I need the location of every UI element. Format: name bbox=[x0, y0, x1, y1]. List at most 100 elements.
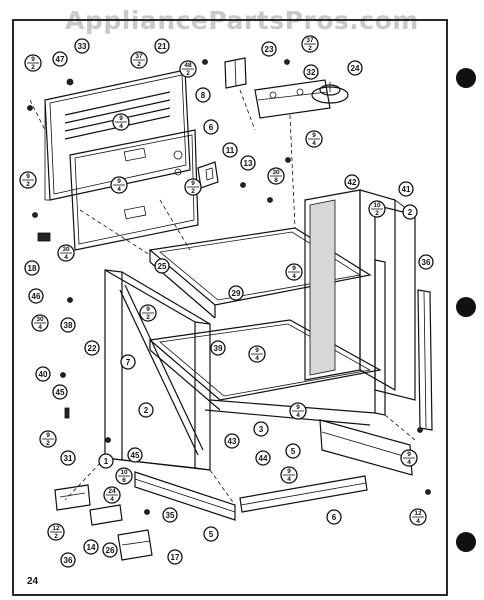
fraction-callout: 372 bbox=[301, 35, 319, 53]
svg-text:2: 2 bbox=[31, 64, 35, 71]
svg-text:7: 7 bbox=[126, 358, 131, 367]
binder-hole bbox=[456, 532, 476, 552]
fraction-callout: 304 bbox=[57, 244, 75, 262]
svg-text:25: 25 bbox=[158, 262, 167, 271]
svg-text:4: 4 bbox=[287, 476, 291, 483]
svg-text:40: 40 bbox=[39, 370, 48, 379]
svg-text:21: 21 bbox=[158, 42, 167, 51]
callout: 38 bbox=[60, 317, 76, 333]
svg-text:2: 2 bbox=[186, 70, 190, 77]
cooling-fan bbox=[311, 82, 349, 104]
svg-text:9: 9 bbox=[407, 451, 411, 458]
fraction-callout: 92 bbox=[19, 171, 37, 189]
svg-text:42: 42 bbox=[348, 178, 357, 187]
fraction-callout: 92 bbox=[139, 304, 157, 322]
svg-text:4: 4 bbox=[296, 412, 300, 419]
svg-text:9: 9 bbox=[119, 115, 123, 122]
fraction-callout: 482 bbox=[179, 60, 197, 78]
bottom-rail-front bbox=[134, 471, 236, 521]
svg-text:33: 33 bbox=[78, 42, 87, 51]
callout: 33 bbox=[74, 38, 90, 54]
callout: 24 bbox=[347, 60, 363, 76]
svg-text:9: 9 bbox=[287, 468, 291, 475]
fraction-callout: 102 bbox=[368, 200, 386, 218]
svg-text:30: 30 bbox=[62, 246, 70, 253]
binder-hole bbox=[456, 297, 476, 317]
svg-text:30: 30 bbox=[36, 316, 44, 323]
svg-text:12: 12 bbox=[52, 525, 60, 532]
svg-text:9: 9 bbox=[46, 432, 50, 439]
svg-text:2: 2 bbox=[54, 533, 58, 540]
fraction-callout: 124 bbox=[409, 508, 427, 526]
rear-frame bbox=[204, 259, 386, 426]
svg-text:4: 4 bbox=[407, 459, 411, 466]
binder-hole bbox=[456, 68, 476, 88]
callout: 29 bbox=[228, 285, 244, 301]
callout: 6 bbox=[203, 119, 219, 135]
leader-lines bbox=[29, 89, 416, 506]
fraction-callout: 92 bbox=[39, 430, 57, 448]
svg-text:6: 6 bbox=[122, 477, 126, 484]
svg-text:2: 2 bbox=[137, 61, 141, 68]
fraction-callout: 308 bbox=[267, 167, 285, 185]
fraction-callout: 94 bbox=[280, 466, 298, 484]
svg-text:26: 26 bbox=[106, 546, 115, 555]
fraction-callouts: 92 372 482 372 94 94 92 94 308 92 102 30… bbox=[19, 35, 427, 541]
callout: 40 bbox=[35, 366, 51, 382]
callout: 32 bbox=[303, 64, 319, 80]
page-frame bbox=[12, 19, 448, 596]
svg-text:2: 2 bbox=[191, 188, 195, 195]
svg-text:48: 48 bbox=[184, 62, 192, 69]
svg-text:36: 36 bbox=[64, 556, 73, 565]
svg-text:8: 8 bbox=[201, 91, 206, 100]
svg-text:30: 30 bbox=[272, 169, 280, 176]
svg-text:5: 5 bbox=[291, 447, 296, 456]
oven-bottom-plate bbox=[148, 319, 382, 411]
callout: 5 bbox=[203, 526, 219, 542]
svg-text:24: 24 bbox=[351, 64, 360, 73]
callout: 5 bbox=[285, 443, 301, 459]
control-panel bbox=[69, 129, 199, 251]
fraction-callout: 94 bbox=[110, 176, 128, 194]
svg-text:2: 2 bbox=[375, 210, 379, 217]
top-bracket bbox=[224, 57, 247, 89]
svg-text:13: 13 bbox=[244, 159, 253, 168]
callout: 42 bbox=[344, 174, 360, 190]
svg-text:9: 9 bbox=[312, 132, 316, 139]
svg-text:5: 5 bbox=[209, 530, 214, 539]
svg-text:2: 2 bbox=[144, 406, 149, 415]
callouts: 33 21 23 32 24 8 6 11 13 42 41 2 36 25 2… bbox=[24, 38, 434, 568]
svg-text:9: 9 bbox=[255, 347, 259, 354]
svg-text:4: 4 bbox=[312, 140, 316, 147]
svg-text:4: 4 bbox=[38, 324, 42, 331]
fraction-callout: 94 bbox=[400, 449, 418, 467]
callout: 35 bbox=[162, 507, 178, 523]
svg-text:22: 22 bbox=[88, 344, 97, 353]
svg-text:4: 4 bbox=[110, 496, 114, 503]
fraction-callout: 304 bbox=[31, 314, 49, 332]
bottom-rail-rear bbox=[319, 419, 413, 476]
svg-text:2: 2 bbox=[308, 45, 312, 52]
callout: 47 bbox=[52, 51, 68, 67]
fraction-callout: 122 bbox=[47, 523, 65, 541]
svg-text:9: 9 bbox=[191, 180, 195, 187]
svg-text:6: 6 bbox=[209, 123, 214, 132]
svg-text:43: 43 bbox=[228, 437, 237, 446]
svg-text:47: 47 bbox=[56, 55, 65, 64]
callout: 1 bbox=[98, 453, 114, 469]
svg-text:4: 4 bbox=[416, 518, 420, 525]
svg-text:10: 10 bbox=[373, 202, 381, 209]
svg-text:2: 2 bbox=[146, 314, 150, 321]
callout: 25 bbox=[154, 258, 170, 274]
svg-text:45: 45 bbox=[131, 451, 140, 460]
svg-text:37: 37 bbox=[135, 53, 143, 60]
page-number: 24 bbox=[27, 576, 39, 587]
svg-text:6: 6 bbox=[332, 513, 337, 522]
svg-text:31: 31 bbox=[64, 454, 73, 463]
svg-text:3: 3 bbox=[259, 425, 264, 434]
callout: 45 bbox=[127, 447, 143, 463]
callout: 8 bbox=[195, 87, 211, 103]
callout: 41 bbox=[398, 181, 414, 197]
svg-text:24: 24 bbox=[108, 488, 116, 495]
